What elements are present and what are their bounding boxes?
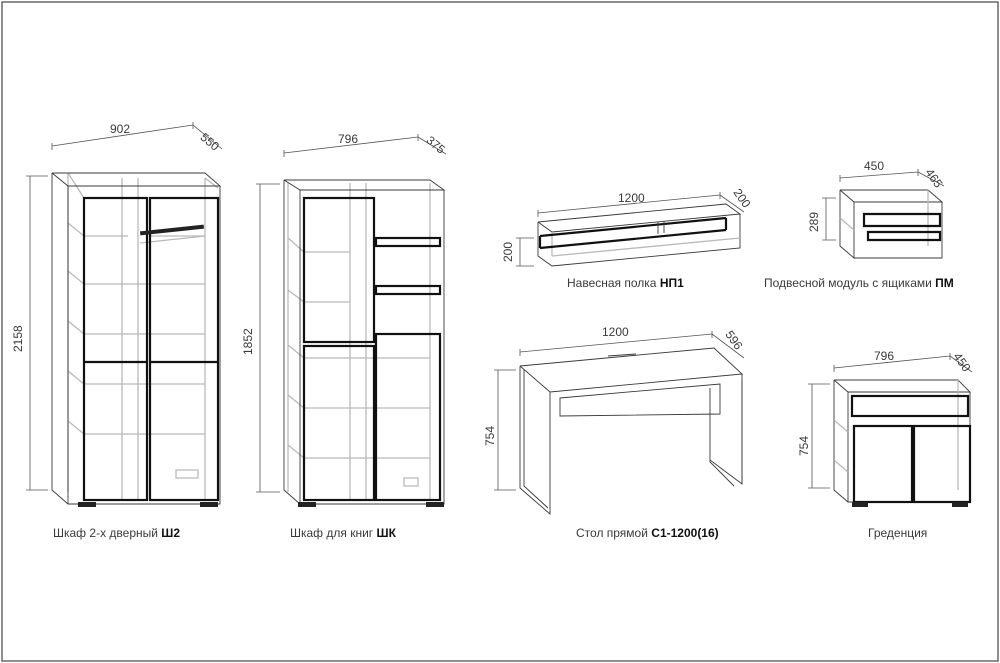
bookcase-caption: Шкаф для книг ШК — [290, 526, 397, 540]
desk-caption: Стол прямой С1-1200(16) — [576, 526, 719, 540]
sideboard-height: 754 — [797, 436, 811, 456]
shelf-depth: 200 — [730, 186, 753, 211]
wardrobe-height: 2158 — [11, 325, 25, 352]
wardrobe-drawing — [26, 122, 223, 507]
module-width: 450 — [864, 159, 884, 173]
bookcase-drawing — [256, 134, 447, 507]
desk-width: 1200 — [602, 325, 629, 339]
shelf-width: 1200 — [618, 191, 645, 205]
sideboard-width: 796 — [874, 349, 894, 363]
bookcase-height: 1852 — [241, 328, 255, 355]
module-drawing — [822, 169, 945, 259]
wardrobe-width: 902 — [110, 122, 130, 136]
desk-drawing — [494, 331, 745, 515]
wardrobe-depth: 550 — [198, 130, 223, 154]
module-caption: Подвесной модуль с ящиками ПМ — [764, 276, 954, 290]
shelf-caption: Навесная полка НП1 — [567, 276, 684, 290]
shelf-drawing — [516, 192, 745, 267]
module-height: 289 — [807, 212, 821, 232]
sideboard-caption: Греденция — [868, 526, 927, 540]
shelf-height: 200 — [501, 242, 515, 262]
desk-height: 754 — [483, 426, 497, 446]
bookcase-width: 796 — [338, 132, 358, 146]
wardrobe-caption: Шкаф 2-х дверный Ш2 — [53, 526, 180, 540]
desk-depth: 596 — [722, 328, 745, 353]
module-depth: 465 — [922, 166, 945, 191]
sideboard-drawing — [808, 353, 973, 507]
